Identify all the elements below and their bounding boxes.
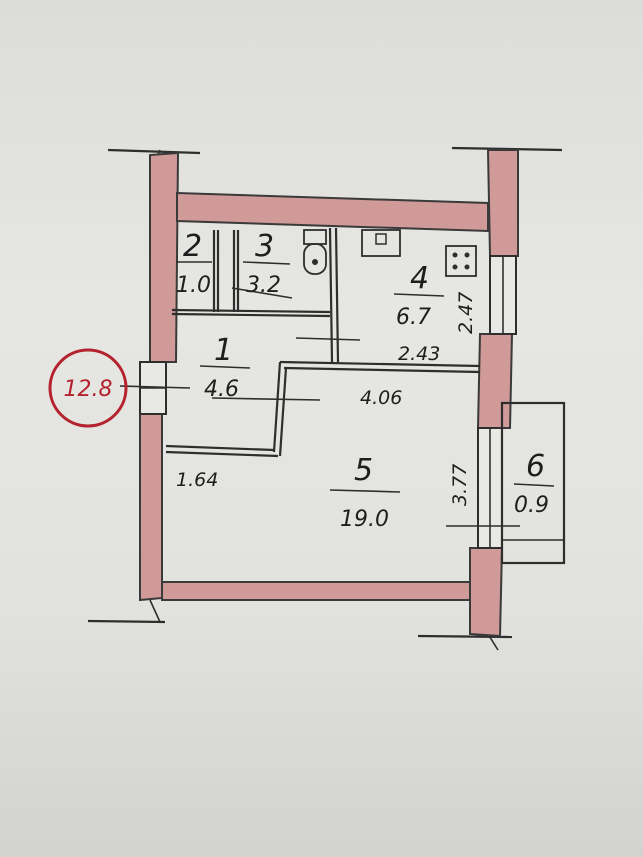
walls [139, 149, 519, 638]
dimension-3-77: 3.77 [449, 464, 471, 506]
room-6-area: 0.9 [514, 493, 549, 518]
room-3-number: 3 [255, 229, 274, 264]
room-5: 5 19.0 [340, 453, 389, 532]
room-5-area: 19.0 [340, 507, 389, 532]
fraction-lines [119, 261, 555, 527]
room-2-area: 1.0 [176, 273, 211, 298]
room-1-number: 1 [214, 333, 233, 368]
right-outer-wall-lower [469, 547, 504, 638]
dimension-2-43: 2.43 [398, 343, 440, 365]
dimension-1-64: 1.64 [176, 469, 218, 491]
room-4-number: 4 [410, 261, 429, 296]
stamp: 12.8 [48, 348, 128, 428]
room-2: 2 1.0 [176, 229, 211, 298]
room-3-area: 3.2 [246, 273, 281, 298]
right-outer-wall-upper [486, 149, 519, 257]
room-1: 1 4.6 [204, 333, 239, 402]
top-wall [176, 191, 489, 233]
stamp-value: 12.8 [64, 377, 113, 402]
dimension-4-06: 4.06 [360, 387, 402, 409]
sink-icon [361, 229, 401, 257]
bottom-wall [161, 581, 471, 601]
room-2-number: 2 [183, 229, 202, 264]
balcony [500, 401, 566, 565]
room-6: 6 0.9 [514, 449, 549, 518]
room-1-area: 4.6 [204, 377, 239, 402]
room-4: 4 6.7 [396, 261, 431, 330]
partitions [165, 227, 481, 458]
right-outer-wall-middle [476, 333, 514, 429]
windows [139, 255, 517, 549]
room-5-number: 5 [354, 453, 373, 488]
stove-icon [445, 245, 477, 277]
room-3: 3 3.2 [246, 229, 281, 298]
toilet-icon [303, 229, 327, 275]
room-6-number: 6 [526, 449, 545, 484]
room-4-area: 6.7 [396, 305, 431, 330]
dimension-2-47: 2.47 [455, 292, 477, 334]
